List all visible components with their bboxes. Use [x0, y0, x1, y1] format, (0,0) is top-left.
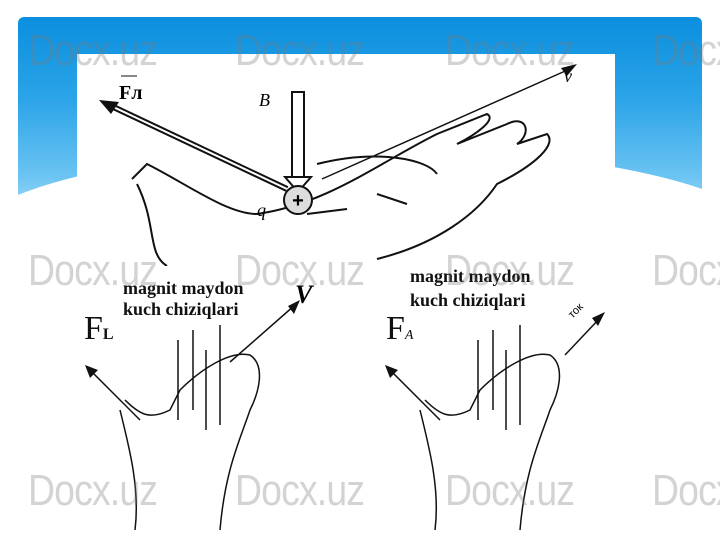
watermark: Docx.uz — [652, 466, 720, 515]
top-hand-figure: + Fл B v q — [77, 54, 615, 267]
force-subscript: L — [102, 326, 114, 343]
right-hand-figure: magnit maydon kuch chiziqlari FA ток — [380, 260, 620, 530]
field-lines-title-1: magnit maydon — [410, 266, 531, 286]
charge-sign: + — [292, 190, 304, 212]
force-label: F — [386, 310, 405, 347]
watermark: Docx.uz — [652, 246, 720, 295]
field-lines-title-2: kuch chiziqlari — [410, 290, 526, 310]
force-label: Fл — [119, 82, 142, 104]
charge-label: q — [257, 200, 266, 220]
field-lines-title-2: kuch chiziqlari — [123, 299, 239, 319]
left-hand-figure: magnit maydon kuch chiziqlari FL V — [80, 270, 320, 530]
velocity-label: v — [564, 66, 572, 86]
field-label: B — [259, 90, 270, 110]
force-label: F — [84, 310, 103, 347]
field-lines-title-1: magnit maydon — [123, 278, 244, 298]
force-subscript: A — [404, 328, 414, 343]
velocity-label: V — [295, 280, 313, 309]
